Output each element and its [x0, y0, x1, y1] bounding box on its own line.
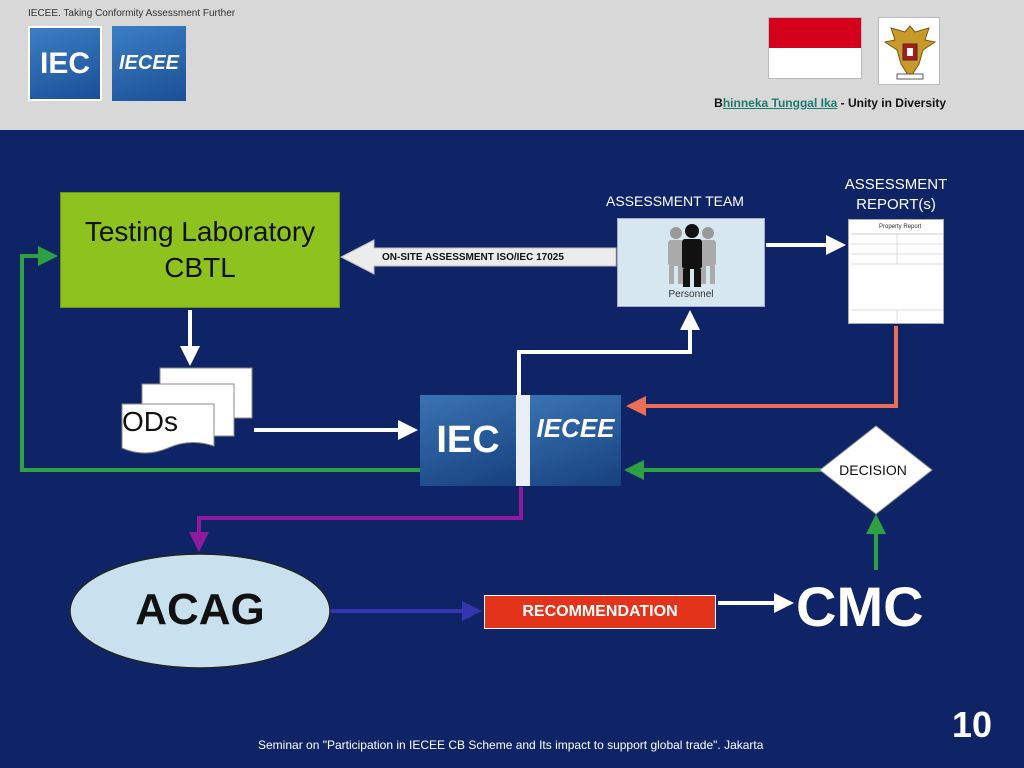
header-band: IECEE. Taking Conformity Assessment Furt…	[0, 0, 1024, 130]
motto-link[interactable]: hinneka Tunggal Ika	[722, 96, 838, 110]
page-number: 10	[952, 704, 993, 745]
assessment-report-document-icon: Property Report	[848, 219, 944, 324]
personnel-label: Personnel	[668, 289, 714, 300]
report-label-line2: REPORT(s)	[856, 196, 936, 213]
center-iec-text: IEC	[420, 395, 516, 486]
flag-red-band	[769, 18, 861, 48]
motto-first-letter: B	[714, 96, 723, 110]
iec-iecee-center-logo: IEC IECEE	[420, 395, 621, 486]
iecee-logo-text: IECEE	[118, 52, 180, 74]
arrow-center-to-acag	[189, 487, 523, 552]
decision-label: DECISION	[839, 462, 907, 478]
report-label-line1: ASSESSMENT	[844, 176, 948, 193]
assessment-report-label: ASSESSMENT REPORT(s)	[826, 175, 966, 215]
motto-rest: - Unity in Diversity	[837, 96, 946, 110]
assessment-team-label: ASSESSMENT TEAM	[606, 193, 744, 209]
motto: Bhinneka Tunggal Ika - Unity in Diversit…	[714, 96, 946, 110]
arrow-report-to-center	[626, 326, 898, 416]
iec-logo: IEC	[28, 26, 102, 101]
flag-white-band	[769, 48, 861, 78]
arrow-center-to-lab	[20, 246, 420, 472]
header-tagline: IECEE. Taking Conformity Assessment Furt…	[28, 8, 236, 19]
ods-documents-icon	[121, 367, 253, 454]
onsite-arrow-shape	[339, 239, 617, 275]
center-logo-separator	[516, 395, 530, 486]
cmc-label: CMC	[796, 575, 924, 638]
report-doc-lines	[851, 233, 943, 324]
footer-seminar-text: Seminar on "Participation in IECEE CB Sc…	[258, 738, 764, 752]
iec-logo-text: IEC	[39, 46, 90, 80]
indonesia-flag-icon	[768, 17, 862, 79]
garuda-emblem-icon	[878, 17, 940, 85]
report-doc-title: Property Report	[879, 224, 922, 230]
garuda-emblem-shape	[883, 25, 937, 80]
lab-label-line2: CBTL	[164, 252, 236, 283]
testing-laboratory-box: Testing Laboratory CBTL	[60, 192, 340, 308]
recommendation-box: RECOMMENDATION	[484, 595, 716, 629]
acag-ellipse	[69, 553, 331, 669]
arrow-center-to-personnel	[517, 310, 700, 395]
personnel-people-icon	[668, 224, 716, 287]
acag-label: ACAG	[135, 585, 265, 634]
center-iecee-text: IECEE	[530, 395, 621, 486]
iecee-logo: IECEE	[112, 26, 186, 101]
personnel-box: Personnel	[617, 218, 765, 307]
lab-label-line1: Testing Laboratory	[84, 216, 316, 247]
onsite-assessment-label: ON-SITE ASSESSMENT ISO/IEC 17025	[382, 252, 564, 263]
ods-label: ODs	[122, 406, 178, 437]
decision-diamond	[819, 425, 933, 515]
recommendation-label: RECOMMENDATION	[522, 603, 678, 620]
